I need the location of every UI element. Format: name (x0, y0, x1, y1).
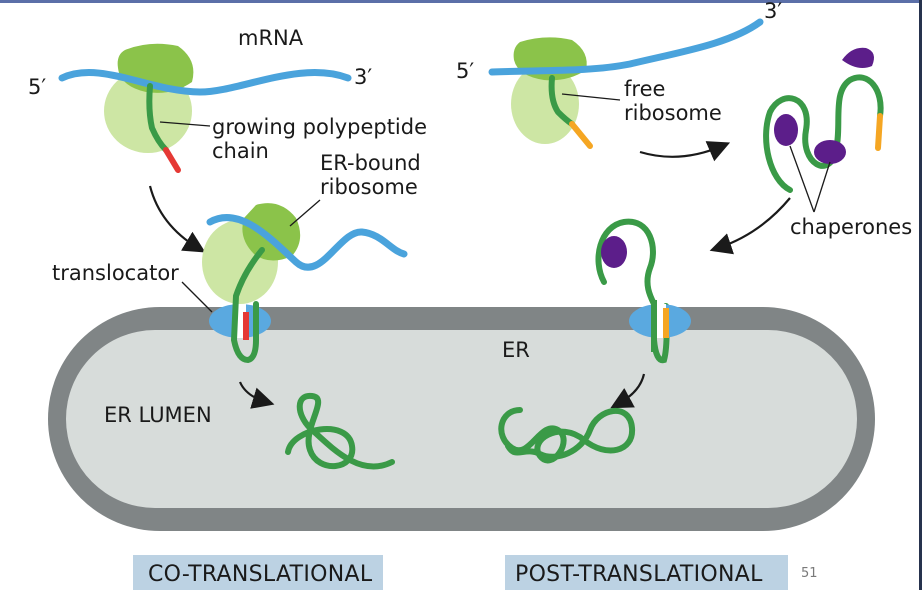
er-translocation-diagram: mRNA 5′ 3′ growing polypeptide chain ER-… (28, 0, 912, 531)
arrow-into-lumen-left (238, 381, 275, 409)
chaperones-label: chaperones (790, 215, 912, 239)
chaperone-4 (601, 236, 627, 268)
chaperone-pointer-1 (789, 145, 815, 213)
signal-sequence-left (163, 147, 181, 173)
polypeptide-left (146, 83, 169, 153)
translocator-label: translocator (52, 261, 179, 285)
caption-post-translational: POST-TRANSLATIONAL (515, 562, 763, 587)
polypeptide-right (548, 75, 575, 127)
chaperone-3 (842, 47, 874, 68)
er-lumen (66, 330, 857, 508)
free-ribosome-pointer (561, 93, 621, 101)
chaperone-chain-signal (875, 113, 883, 151)
free-ribosome-label-line2: ribosome (624, 101, 722, 125)
slide-top-border (0, 0, 922, 3)
slide-right-border (919, 0, 922, 590)
ribosome-small-subunit (511, 64, 579, 144)
three-prime-right-label: 3′ (764, 0, 782, 23)
translocator-pointer (181, 281, 213, 313)
caption-right-box (505, 555, 788, 590)
chaperone-bound-chain (763, 74, 884, 193)
er-bound-label-line1: ER-bound (320, 151, 421, 175)
er-bound-ribosome (202, 203, 301, 304)
mrna-strand-right (488, 18, 764, 76)
free-ribosome-label-line1: free (624, 77, 665, 101)
folded-protein-right (498, 407, 636, 464)
folded-protein-left (285, 392, 395, 470)
five-prime-left-label: 5′ (28, 75, 46, 99)
arrow-to-chaperones (639, 141, 731, 162)
chaperone-2 (814, 140, 846, 164)
chaperone-pointer-2 (813, 161, 831, 213)
five-prime-right-label: 5′ (456, 59, 474, 83)
growing-chain-label-line1: growing polypeptide (212, 115, 427, 139)
mrna-strand-er-bound (206, 214, 408, 271)
growing-chain-pointer (159, 121, 211, 127)
er-label: ER (502, 338, 530, 362)
arrow-to-translocator-right (709, 197, 791, 255)
three-prime-left-label: 3′ (354, 65, 372, 89)
mrna-label: mRNA (238, 26, 304, 50)
translocating-chain-right (595, 218, 670, 364)
ribosome-large-subunit (242, 203, 301, 261)
mrna-strand-left (58, 69, 352, 96)
er-lumen-label: ER LUMEN (104, 403, 212, 427)
polypeptide-through-left (230, 247, 265, 364)
er-bound-label-line2: ribosome (320, 175, 418, 199)
caption-co-translational: CO-TRANSLATIONAL (148, 562, 373, 587)
signal-sequence-right (569, 121, 593, 149)
caption-left-box (133, 555, 383, 590)
growing-chain-label-line2: chain (212, 139, 269, 163)
er-bound-pointer (289, 199, 321, 227)
arrow-to-er-bound (148, 185, 206, 253)
arrow-into-lumen-right (610, 373, 646, 409)
chaperone-1 (774, 114, 798, 146)
page-number: 51 (801, 566, 818, 581)
